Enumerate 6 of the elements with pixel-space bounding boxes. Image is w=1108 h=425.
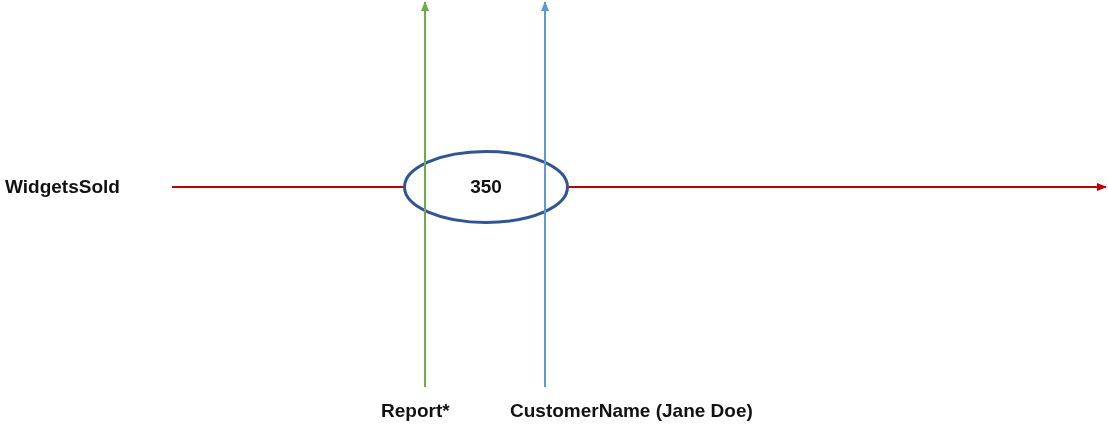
axis-label: WidgetsSold (5, 176, 165, 198)
value-text: 350 (470, 176, 502, 198)
arrow (541, 1, 549, 388)
axis-label: CustomerName (Jane Doe) (510, 400, 810, 422)
arrow (421, 1, 429, 388)
axis-label: Report* (381, 400, 471, 422)
